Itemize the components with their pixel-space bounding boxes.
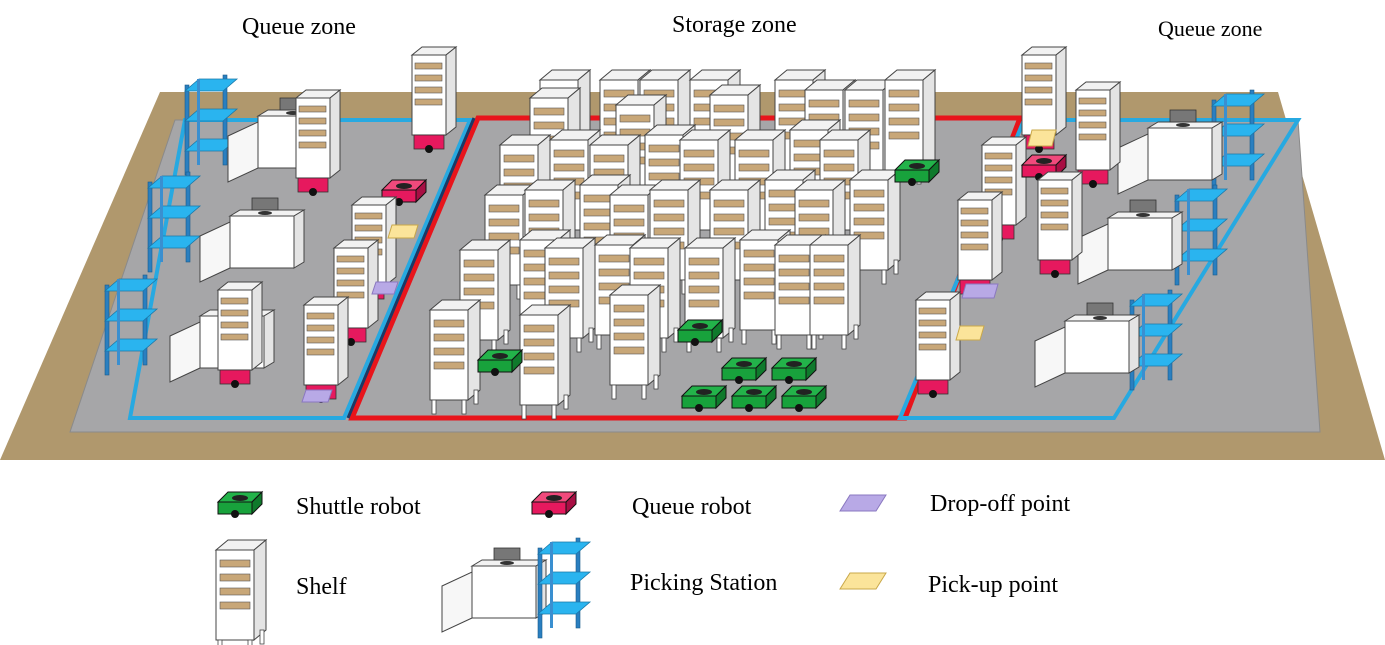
left-drop-off-point-2 (371, 281, 399, 295)
legend-picking-station-icon (441, 547, 547, 633)
legend-pick-up-point-label: Pick-up point (928, 572, 1058, 598)
right-pick-up-point (1027, 129, 1057, 147)
left-pick-up-point (387, 224, 419, 239)
legend-drop-off-point-label: Drop-off point (930, 491, 1071, 517)
legend-picking-station-label: Picking Station (630, 570, 778, 596)
legend-drop-off-point-icon (839, 494, 887, 512)
legend-shuttle-robot-label: Shuttle robot (296, 494, 421, 520)
left-drop-off-point (301, 389, 333, 403)
legend-shuttle-robot-icon (217, 491, 263, 519)
legend-pick-up-point-icon (839, 572, 887, 590)
legend-queue-robot-icon (531, 491, 577, 519)
queue-zone-left-title: Queue zone (242, 14, 356, 40)
legend-shelf-label: Shelf (296, 574, 347, 600)
storage-zone-title: Storage zone (672, 12, 797, 38)
queue-zone-left-border (127, 118, 474, 420)
queue-zone-right-title: Queue zone (1158, 16, 1263, 41)
legend-queue-robot-label: Queue robot (632, 494, 752, 520)
legend-shelf-icon (215, 539, 267, 645)
right-drop-off-point (961, 283, 999, 299)
right-pick-up-point-2 (955, 325, 985, 341)
